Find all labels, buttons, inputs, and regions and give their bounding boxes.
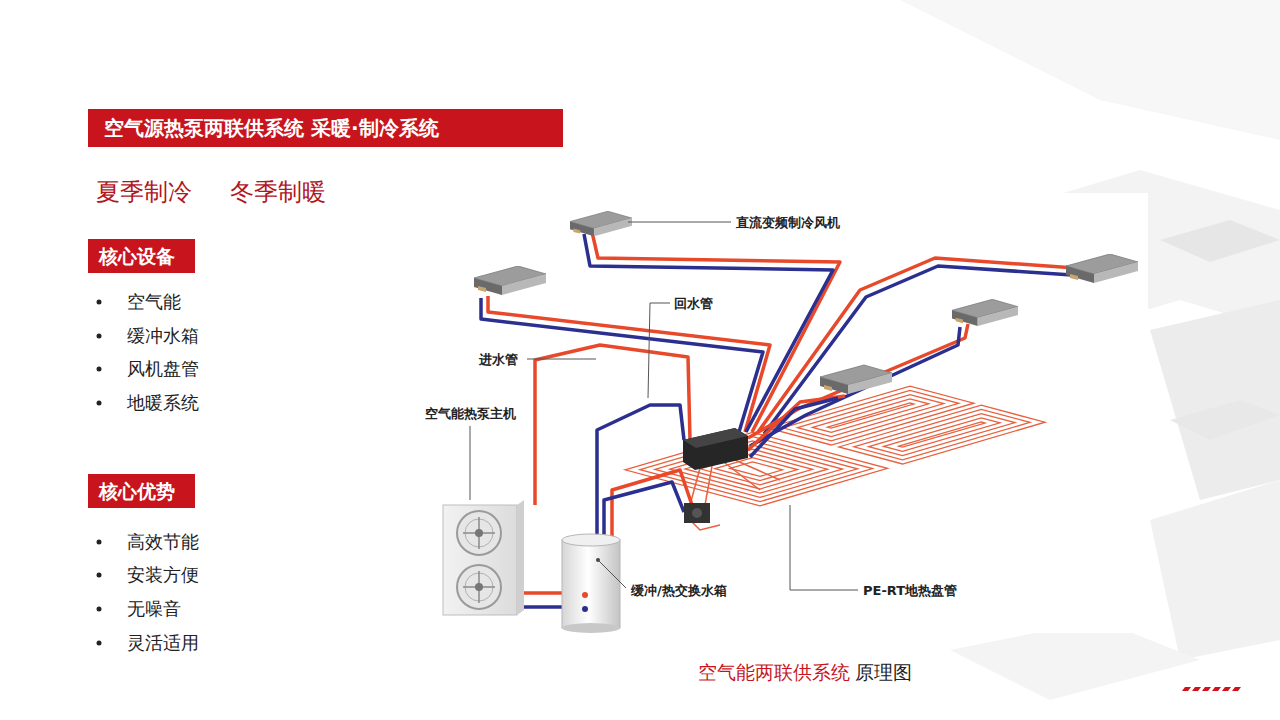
bullet-dot-part: [97, 540, 102, 545]
floor-heating-coil-part: [839, 405, 1045, 464]
bullet-dot-part: [97, 607, 102, 612]
callout-label: 回水管: [672, 295, 715, 312]
water-pipes-part: [764, 266, 1072, 434]
leader-line-part: [527, 359, 596, 360]
floor-feed-pipes-part: [725, 463, 760, 490]
corner-slashes-part: [1202, 687, 1211, 691]
heat-pump-unit: [443, 500, 524, 615]
list-item: 缓冲水箱: [127, 326, 199, 346]
leader-line: [470, 222, 858, 590]
list-item: 无噪音: [127, 599, 181, 619]
background-pattern-part: [900, 0, 1280, 140]
list-item: 灵活适用: [127, 633, 199, 653]
water-pipes-part: [481, 298, 763, 432]
manifold-part: [683, 428, 748, 448]
floor-feed-pipes-part: [735, 460, 780, 480]
fan-coil-unit-part: [952, 299, 1018, 326]
corner-slashes: [1182, 687, 1241, 691]
leader-line-part: [648, 303, 670, 398]
caption: 空气能两联供系统: [698, 660, 850, 684]
manifold-part: [684, 503, 710, 523]
callout-label: 空气能热泵主机: [423, 405, 518, 422]
background-pattern-part: [1160, 220, 1280, 262]
list-item: 地暖系统: [127, 393, 199, 413]
fan-coil-unit-part: [820, 365, 892, 394]
floor-heating-coil-part: [768, 386, 974, 445]
callout-label: 直流变频制冷风机: [734, 214, 842, 231]
leader-line-part: [470, 426, 471, 500]
water-pipes-part: [535, 345, 690, 505]
heat-pump-unit-part: [517, 500, 524, 615]
water-pipes-part: [604, 482, 684, 537]
leader-line-part: [628, 222, 731, 223]
heat-pump-unit-part: [475, 583, 483, 591]
water-pipes-part: [584, 234, 833, 432]
bullet-dot-part: [97, 300, 102, 305]
season-text: 冬季制暖: [230, 178, 326, 206]
illustration-panel: [478, 193, 1148, 633]
buffer-tank-part: [582, 606, 588, 612]
section-tag: 核心设备: [88, 239, 195, 273]
list-item: 高效节能: [127, 532, 199, 552]
bullet-dot-part: [97, 573, 102, 578]
corner-slashes-part: [1212, 687, 1221, 691]
buffer-tank-part: [562, 623, 620, 633]
buffer-tank-part: [562, 534, 620, 546]
bullet-dot-part: [97, 401, 102, 406]
bullet-dot-part: [97, 367, 102, 372]
section-tag-text: 核心优势: [99, 474, 175, 508]
leader-line-part: [790, 505, 858, 590]
manifold: [683, 428, 748, 523]
leader-line-part: [598, 560, 626, 588]
bullet-dot-part: [97, 641, 102, 646]
fan-coil-unit-part: [1066, 254, 1138, 283]
bullet-dot: [97, 300, 102, 646]
list-item: 空气能: [127, 292, 181, 312]
water-pipes-part: [488, 296, 770, 432]
corner-slashes-part: [1222, 687, 1231, 691]
callout-label: 进水管: [477, 351, 520, 368]
water-pipes-part: [750, 398, 838, 457]
heat-pump-unit-part: [443, 505, 517, 615]
heat-pump-unit-part: [475, 529, 483, 537]
list-item: 安装方便: [127, 565, 199, 585]
title-bar: 空气源热泵两联供系统 采暖·制冷系统: [88, 109, 563, 147]
manifold-part: [692, 508, 702, 518]
fan-coil-unit-part: [474, 266, 546, 295]
callout-label: 缓冲/热交换水箱: [629, 582, 729, 599]
corner-slashes-part: [1182, 687, 1191, 691]
water-pipes-part: [750, 327, 960, 446]
buffer-tank-part: [562, 540, 620, 628]
section-tag: 核心优势: [88, 474, 195, 508]
list-item: 风机盘管: [127, 359, 199, 379]
season-text: 夏季制冷: [96, 178, 192, 206]
heat-pump-unit-part: [463, 517, 495, 603]
caption-suffix: 原理图: [855, 660, 912, 684]
background-pattern-part: [1170, 400, 1280, 440]
background-pattern-part: [1150, 300, 1280, 500]
background-pattern-part: [1150, 480, 1280, 660]
corner-slashes-part: [1192, 687, 1201, 691]
buffer-tank: [562, 534, 620, 633]
callout-label: PE-RT地热盘管: [861, 582, 959, 599]
manifold-part: [683, 428, 748, 470]
section-tag-text: 核心设备: [99, 239, 175, 273]
fan-coil-unit-part: [570, 211, 632, 236]
fan-coil-unit: [474, 211, 1138, 394]
bullet-dot-part: [97, 334, 102, 339]
buffer-tank-part: [582, 592, 588, 598]
corner-slashes-part: [1232, 687, 1241, 691]
floor-feed-pipes-part: [705, 466, 712, 505]
